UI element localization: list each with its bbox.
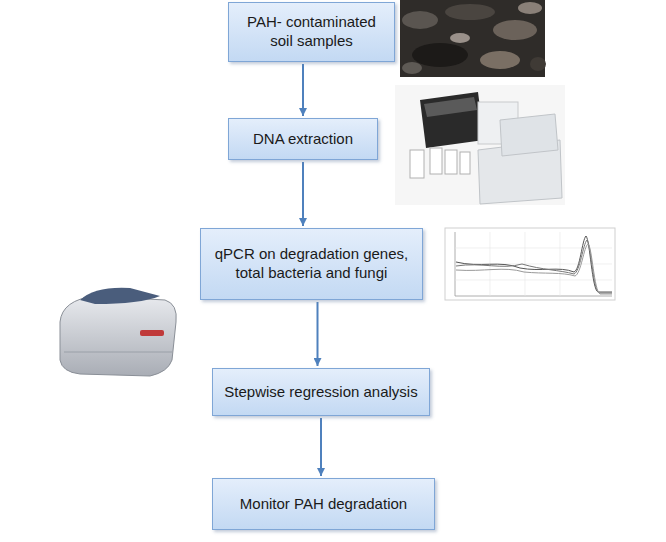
box-text: PAH- contaminated soil samples (239, 13, 384, 51)
process-box: qPCR on degradation genes, total bacteri… (200, 228, 423, 300)
flow-arrow (302, 162, 304, 226)
melt-curve-chart (445, 228, 615, 300)
process-box: Stepwise regression analysis (212, 368, 430, 416)
box-text: Stepwise regression analysis (224, 383, 417, 402)
flow-arrow (320, 418, 322, 476)
process-box: DNA extraction (228, 118, 378, 160)
dna-kit-photo (395, 85, 565, 205)
flow-arrow (317, 302, 319, 366)
box-text: DNA extraction (253, 130, 353, 149)
process-box: Monitor PAH degradation (212, 478, 435, 530)
box-text: Monitor PAH degradation (240, 495, 407, 514)
qpcr-machine (60, 288, 176, 376)
process-box: PAH- contaminated soil samples (228, 2, 395, 62)
box-text: qPCR on degradation genes, total bacteri… (211, 245, 412, 283)
soil-photo (400, 0, 546, 77)
flow-arrow (302, 64, 304, 116)
